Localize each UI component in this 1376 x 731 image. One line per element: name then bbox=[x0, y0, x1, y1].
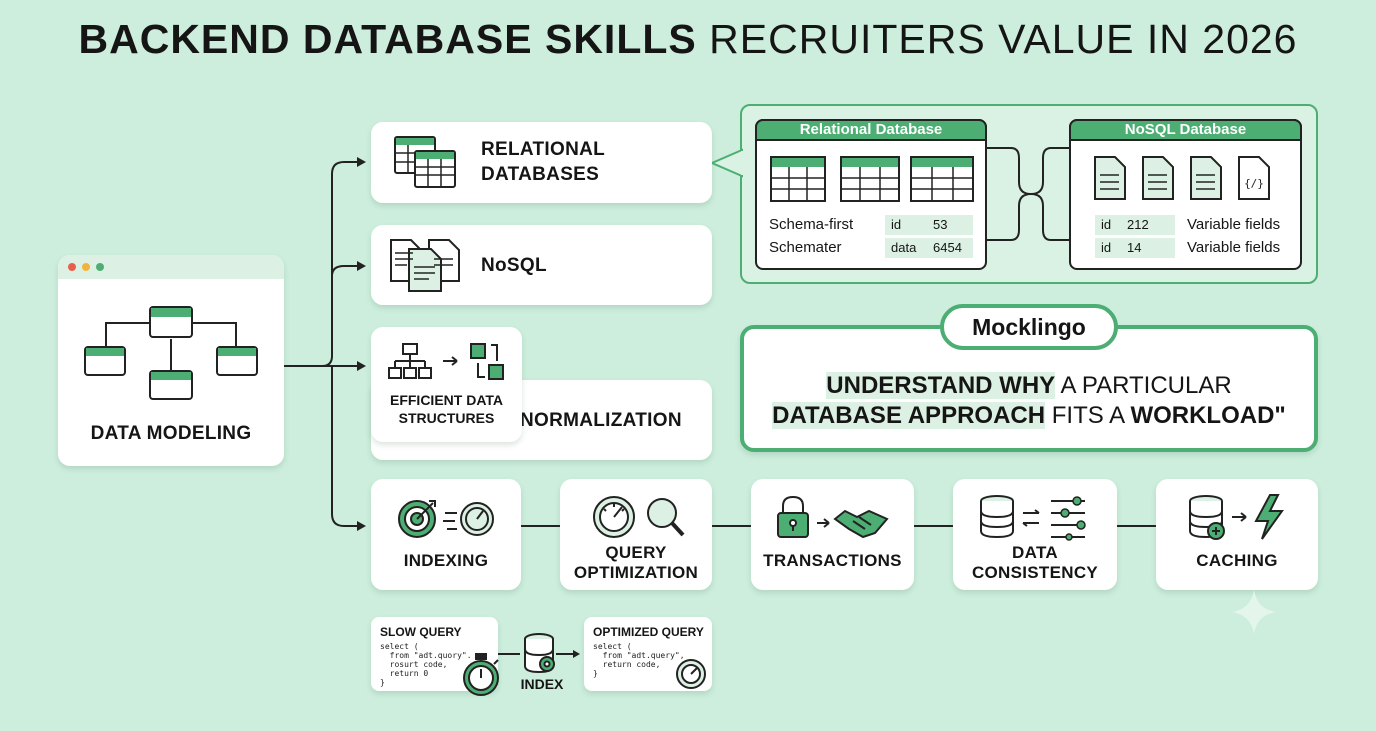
documents-icon bbox=[390, 239, 460, 292]
nosql-row1-value: 212 bbox=[1127, 217, 1149, 232]
quote-2c: WORKLOAD bbox=[1130, 402, 1275, 429]
skill-query-label-1: QUERY bbox=[605, 543, 667, 562]
speed-gauge-icon bbox=[676, 659, 706, 689]
rel-row2-label: Schemater bbox=[769, 239, 842, 256]
nosql-row2-key: id bbox=[1101, 240, 1112, 255]
rel-row2-value: 6454 bbox=[933, 240, 962, 255]
nosql-label: NoSQL bbox=[481, 255, 547, 276]
quote-1b: A PARTICULAR bbox=[1055, 372, 1232, 399]
relational-db-header: Relational Database bbox=[755, 119, 987, 141]
relational-databases-card: RELATIONAL DATABASES bbox=[371, 122, 712, 203]
nosql-row2-value: 14 bbox=[1127, 240, 1142, 255]
quote-2b: FITS A bbox=[1045, 402, 1131, 429]
sparkle-icon bbox=[1232, 590, 1276, 634]
quote-line-1: UNDERSTAND WHY A PARTICULAR bbox=[744, 371, 1314, 401]
slow-query-code: select ( from "adt.quory". rosurt code, … bbox=[380, 642, 472, 687]
skill-card-caching: CACHING bbox=[1156, 479, 1318, 590]
structures-label-2: STRUCTURES bbox=[398, 410, 495, 426]
svg-text:{/}: {/} bbox=[1244, 177, 1264, 190]
rel-row1-pill: id 53 bbox=[885, 215, 973, 235]
optimized-query-card: OPTIMIZED QUERY select ( from "adt.query… bbox=[584, 617, 712, 691]
nosql-row1-key: id bbox=[1101, 217, 1112, 232]
slow-query-title: SLOW QUERY bbox=[380, 625, 462, 639]
rel-row1-value: 53 bbox=[933, 217, 948, 232]
skill-transactions-label: TRANSACTIONS bbox=[763, 551, 902, 570]
rel-row1-key: id bbox=[891, 217, 902, 232]
skill-indexing-label: INDEXING bbox=[403, 551, 489, 570]
skill-caching-label: CACHING bbox=[1196, 551, 1278, 570]
optimized-query-code: select ( from "adt.query", return code, … bbox=[593, 642, 685, 678]
lock-handshake-icon bbox=[777, 495, 889, 539]
skill-query-label-2: OPTIMIZATION bbox=[573, 563, 699, 582]
title-light: RECRUITERS VALUE IN 2026 bbox=[709, 16, 1298, 62]
skill-consistency-label-2: CONSISTENCY bbox=[971, 563, 1099, 582]
index-label: INDEX bbox=[520, 676, 564, 692]
data-modeling-card: DATA MODELING bbox=[58, 255, 284, 466]
nosql-db-box: NoSQL Database {/} id 212 Variable field… bbox=[1069, 119, 1302, 270]
relational-label-2: DATABASES bbox=[481, 164, 600, 185]
rel-row2-key: data bbox=[891, 240, 917, 255]
data-structures-card: EFFICIENT DATA STRUCTURES bbox=[371, 327, 522, 442]
window-dots-icon bbox=[68, 263, 104, 271]
page-title: BACKEND DATABASE SKILLS RECRUITERS VALUE… bbox=[0, 16, 1376, 63]
er-diagram-icon bbox=[84, 306, 258, 400]
db-sync-sliders-icon bbox=[980, 495, 1086, 541]
tables-icon bbox=[394, 136, 456, 188]
index-database-icon bbox=[524, 633, 555, 674]
comparison-links bbox=[985, 147, 1071, 241]
relational-label-1: RELATIONAL bbox=[481, 139, 606, 160]
cache-lightning-icon bbox=[1189, 494, 1284, 540]
rel-row2-pill: data 6454 bbox=[885, 238, 973, 258]
relational-tables-icon bbox=[770, 156, 974, 202]
panel-pointer bbox=[712, 148, 744, 178]
nosql-documents-icon: {/} bbox=[1094, 156, 1270, 200]
normalization-label: NORMALIZATION bbox=[520, 410, 682, 431]
gauge-magnifier-icon bbox=[593, 496, 685, 538]
window-titlebar bbox=[58, 255, 284, 279]
stopwatch-icon bbox=[463, 653, 499, 696]
quote-line-2: DATABASE APPROACH FITS A WORKLOAD" bbox=[744, 401, 1314, 431]
rel-row1-label: Schema-first bbox=[769, 216, 854, 233]
nosql-row2-pill: id 14 bbox=[1095, 238, 1175, 258]
brand-badge: Mocklingo bbox=[940, 304, 1118, 350]
nosql-db-header: NoSQL Database bbox=[1069, 119, 1302, 141]
skill-consistency-label-1: DATA bbox=[1012, 543, 1058, 562]
target-icon bbox=[398, 500, 494, 538]
quote-2a: DATABASE APPROACH bbox=[772, 402, 1046, 429]
skill-card-data-consistency: DATA CONSISTENCY bbox=[953, 479, 1117, 590]
optimized-query-title: OPTIMIZED QUERY bbox=[593, 625, 704, 639]
tree-icon bbox=[388, 343, 504, 380]
quote-1a: UNDERSTAND WHY bbox=[826, 372, 1056, 399]
skill-card-query-optimization: QUERY OPTIMIZATION bbox=[560, 479, 712, 590]
structures-label-1: EFFICIENT DATA bbox=[389, 392, 504, 408]
brand-name: Mocklingo bbox=[972, 314, 1086, 340]
data-modeling-label: DATA MODELING bbox=[90, 423, 252, 444]
title-bold: BACKEND DATABASE SKILLS bbox=[78, 16, 697, 62]
nosql-row1-label: Variable fields bbox=[1187, 216, 1281, 233]
nosql-card: NoSQL bbox=[371, 225, 712, 305]
nosql-row2-label: Variable fields bbox=[1187, 239, 1281, 256]
nosql-row1-pill: id 212 bbox=[1095, 215, 1175, 235]
quote-card: UNDERSTAND WHY A PARTICULAR DATABASE APP… bbox=[740, 325, 1318, 452]
skill-card-transactions: TRANSACTIONS bbox=[751, 479, 914, 590]
skill-card-indexing: INDEXING bbox=[371, 479, 521, 590]
relational-db-box: Relational Database Schema-first id 53 S… bbox=[755, 119, 987, 270]
quote-2d: " bbox=[1274, 402, 1286, 429]
